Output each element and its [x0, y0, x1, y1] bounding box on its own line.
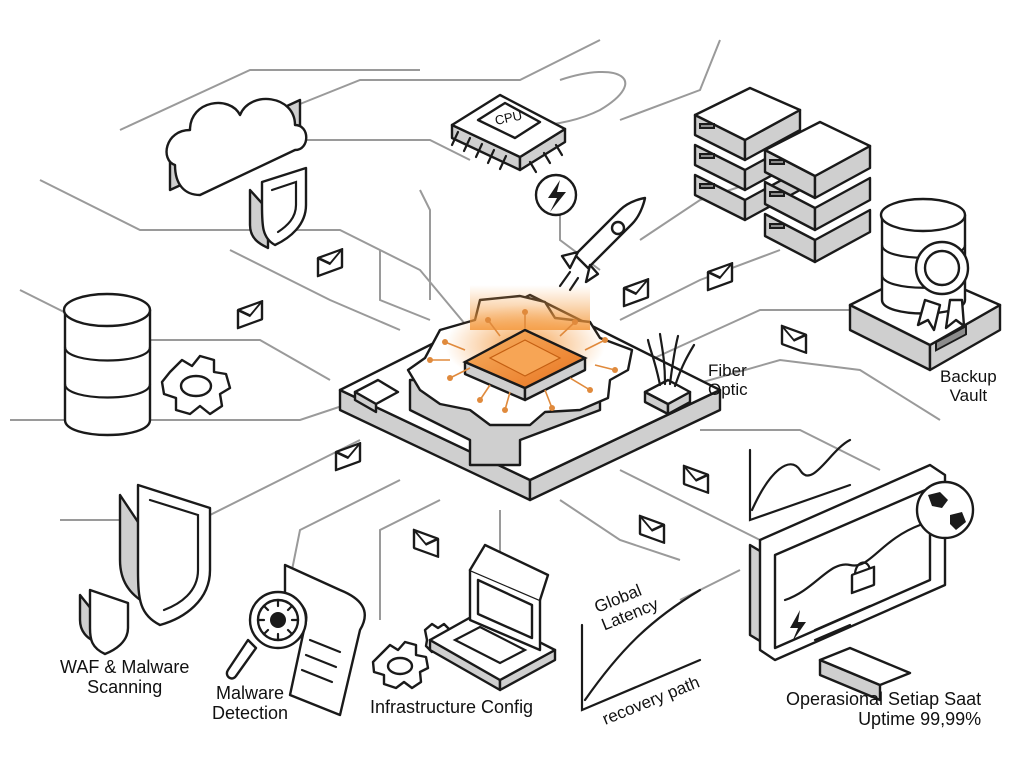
backup-vault-label-line1: Backup [940, 367, 997, 386]
malware-detection-label-line2: Detection [212, 702, 289, 723]
laptop-icon [428, 543, 557, 692]
shield-icon [118, 483, 212, 627]
backup-vault-label-line2: Vault [949, 385, 988, 405]
shield-icon [78, 588, 130, 656]
database-icon [62, 292, 152, 437]
fiber-optic-label: Fiber Optic [708, 361, 748, 399]
operational-label: Operasional Setiap Saat Uptime 99,99% [786, 689, 982, 730]
cpu-label: CPU [494, 108, 524, 128]
lightning-icon [790, 610, 806, 642]
padlock-icon [850, 561, 876, 595]
envelope-icon [706, 261, 734, 292]
envelope-icon [236, 299, 264, 330]
malware-detection-label-line1: Malware [216, 683, 285, 703]
backup-vault-label: Backup Vault [940, 367, 997, 405]
lightning-icon [534, 173, 578, 217]
envelope-icon [334, 441, 362, 472]
latency-chart [580, 588, 702, 712]
malware-detection-label: Malware Detection [212, 683, 289, 724]
waf-label-line1: WAF & Malware [60, 657, 190, 677]
award-badge-icon [914, 240, 970, 332]
fiber-optic-icon [643, 332, 696, 416]
operational-label-line1: Operasional Setiap Saat [786, 689, 982, 709]
envelope-icon [316, 247, 344, 278]
envelope-icon [780, 324, 808, 355]
envelope-icon [682, 464, 710, 495]
cloud-icon [165, 97, 308, 197]
shield-icon [248, 166, 308, 250]
gear-icon [160, 354, 232, 416]
fiber-optic-label-line2: Optic [708, 379, 748, 399]
magnifier-virus-icon [225, 590, 308, 680]
globe-icon [915, 480, 975, 540]
operational-label-line2: Uptime 99,99% [858, 708, 982, 729]
waf-label: WAF & Malware Scanning [60, 657, 190, 698]
envelope-icon [638, 514, 666, 545]
waf-label-line2: Scanning [87, 676, 163, 697]
server-rack-icon [693, 86, 872, 264]
trend-chart [748, 438, 852, 522]
cpu-icon [427, 309, 618, 413]
cpu-icon: CPU [450, 93, 567, 174]
envelope-icon [412, 528, 440, 559]
infrastructure-config-label: Infrastructure Config [370, 697, 534, 717]
monitor-icon [748, 463, 947, 702]
envelope-icon [622, 277, 650, 308]
fiber-optic-label-line1: Fiber [708, 361, 747, 380]
envelope-icons [236, 247, 808, 559]
rocket-icon [558, 196, 647, 292]
